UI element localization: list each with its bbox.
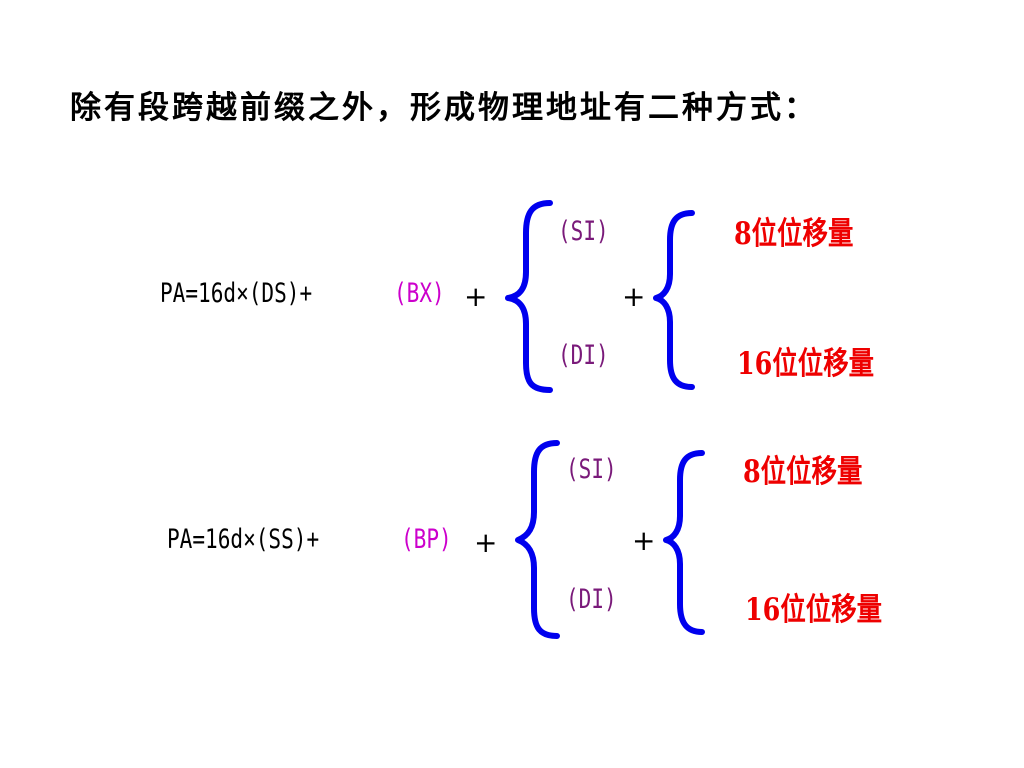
formula-1-index-si: (SI): [558, 216, 609, 247]
brace-disp-1-icon: [653, 210, 695, 390]
brace-disp-2-icon: [663, 450, 705, 635]
formula-1-disp-8: 8位位移量: [734, 216, 854, 252]
formula-1-plus-1: +: [464, 280, 488, 313]
slide-heading: 除有段跨越前缀之外，形成物理地址有二种方式：: [70, 90, 818, 126]
formula-2-plus-1: +: [474, 526, 498, 559]
formula-1-disp-16: 16位位移量: [737, 346, 875, 382]
formula-1-index-di: (DI): [558, 340, 609, 371]
formula-1-prefix: PA=16d×(DS)+: [160, 278, 313, 309]
formula-2-disp-8: 8位位移量: [743, 454, 863, 490]
brace-index-1-icon: [505, 200, 553, 393]
formula-2-base-register: (BP): [401, 524, 452, 555]
formula-2-plus-2: +: [632, 524, 656, 557]
formula-2-disp-16: 16位位移量: [745, 592, 883, 628]
formula-2-index-di: (DI): [566, 584, 617, 615]
formula-1-base-register: (BX): [394, 278, 445, 309]
formula-2-index-si: (SI): [566, 454, 617, 485]
formula-1-plus-2: +: [622, 280, 646, 313]
formula-2-prefix: PA=16d×(SS)+: [167, 524, 320, 555]
brace-index-2-icon: [515, 440, 560, 639]
